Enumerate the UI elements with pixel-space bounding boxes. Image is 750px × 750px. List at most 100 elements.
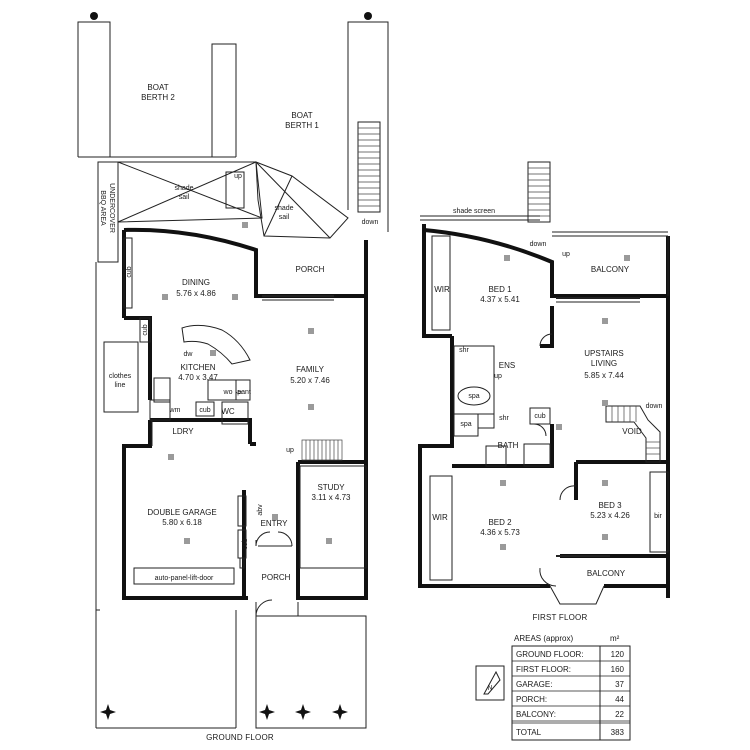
first-floor-plan: shade screen down up BALCONY WIR BED 1 4…	[418, 161, 670, 622]
balcony-bottom-label: BALCONY	[587, 569, 626, 578]
upstairs-living-dim: 5.85 x 7.44	[584, 371, 624, 380]
first-fixtures	[429, 231, 669, 605]
study-label: STUDY	[317, 483, 345, 492]
ground-floor-caption: GROUND FLOOR	[206, 733, 274, 742]
bed2-label: BED 2	[488, 518, 512, 527]
bed3-label: BED 3	[598, 501, 622, 510]
first-floor-caption: FIRST FLOOR	[533, 613, 588, 622]
ens-label: ENS	[499, 361, 515, 370]
pant-label: pant	[237, 389, 251, 396]
family-label: FAMILY	[296, 365, 325, 374]
family-dim: 5.20 x 7.46	[290, 376, 330, 385]
areas-total-label: TOTAL	[516, 728, 542, 737]
cub-garage-label: cub	[242, 538, 249, 549]
bath-label: BATH	[498, 441, 519, 450]
areas-row-label: BALCONY:	[516, 710, 556, 719]
jetty-post-right	[364, 12, 372, 20]
areas-row-label: FIRST FLOOR:	[516, 665, 571, 674]
shade-sail	[117, 161, 349, 239]
areas-table: AREAS (approx) m² GROUND FLOOR: 120 FIRS…	[511, 634, 631, 741]
areas-row-label: GARAGE:	[516, 680, 552, 689]
kitchen-dim: 4.70 x 3.47	[178, 373, 218, 382]
spa-ens-tub	[457, 386, 491, 406]
ceiling-markers	[162, 222, 332, 544]
laundry-label: LDRY	[172, 427, 194, 436]
bed1-dim: 4.37 x 5.41	[480, 295, 520, 304]
sliding-doors	[262, 295, 334, 301]
north-arrow: N	[475, 665, 505, 701]
jetty-post-left	[90, 12, 98, 20]
dw-label: dw	[184, 351, 194, 358]
porch-top-label: PORCH	[296, 265, 325, 274]
wo-label: wo	[223, 389, 233, 396]
wir-bottom-label: WIR	[432, 513, 448, 522]
spa-ens-label: spa	[468, 393, 479, 400]
jetty-stair-treads	[358, 127, 380, 207]
jetty	[77, 21, 389, 232]
driveway-garden	[95, 599, 367, 729]
areas-title: AREAS (approx)	[514, 634, 573, 643]
bir-label: bir	[654, 513, 662, 520]
ground-stair-up-label: up	[286, 447, 294, 454]
porch-bottom-label: PORCH	[262, 573, 291, 582]
areas-row-value: 22	[615, 710, 624, 719]
ground-fixtures	[103, 237, 367, 585]
areas-row-value: 120	[611, 650, 625, 659]
dining-label: DINING	[182, 278, 210, 287]
cub-laundry-label: cub	[199, 407, 210, 414]
first-balcony-up-label: up	[562, 251, 570, 258]
bbq-area	[95, 161, 119, 611]
first-stair-down-label: down	[530, 241, 547, 248]
shr-bath-label: shr	[499, 415, 509, 422]
plant-icons	[100, 704, 348, 720]
cub-bath-label: cub	[534, 413, 545, 420]
void-down-label: down	[646, 403, 663, 410]
first-ceiling-markers	[500, 255, 630, 550]
bed2-dim: 4.36 x 5.73	[480, 528, 520, 537]
first-stair-top-treads	[528, 167, 550, 217]
study-dim: 3.11 x 4.73	[312, 493, 352, 502]
double-garage-label: DOUBLE GARAGE	[147, 508, 216, 517]
fr-label: fr	[237, 389, 244, 394]
void-label: VOID	[622, 427, 642, 436]
shade-screen	[420, 215, 540, 221]
areas-unit: m²	[610, 634, 620, 643]
wir-top-label: WIR	[434, 285, 450, 294]
double-garage-dim: 5.80 x 6.18	[162, 518, 202, 527]
jetty-up-label: up	[234, 173, 242, 180]
ens-up-label: up	[494, 373, 502, 380]
spa-bath-label: spa	[460, 421, 471, 428]
undercover-bbq-label: UNDERCOVERBBQ AREA	[99, 183, 115, 233]
areas-total-value: 383	[611, 728, 625, 737]
bed3-dim: 5.23 x 4.26	[590, 511, 630, 520]
shade-screen-label: shade screen	[453, 208, 495, 215]
areas-row-label: GROUND FLOOR:	[516, 650, 584, 659]
dining-dim: 5.76 x 4.86	[176, 289, 216, 298]
garage-door-label: auto-panel-lift-door	[155, 575, 214, 582]
areas-row-value: 37	[615, 680, 624, 689]
areas-row-value: 160	[611, 665, 625, 674]
abv-label: abv	[257, 504, 264, 516]
balcony-top-label: BALCONY	[591, 265, 630, 274]
north-arrow-letter: N	[487, 685, 492, 692]
bed1-label: BED 1	[488, 285, 512, 294]
cub-kitchen-label: cub	[142, 324, 149, 335]
entry-label: ENTRY	[261, 519, 289, 528]
first-walls	[418, 224, 670, 598]
wc-label: WC	[221, 407, 235, 416]
jetty-down-label: down	[362, 219, 379, 226]
cub-left-label: cub	[126, 266, 133, 277]
areas-row-label: PORCH:	[516, 695, 547, 704]
ground-stair	[301, 439, 343, 461]
void-stair	[611, 406, 660, 455]
areas-row-value: 44	[615, 695, 624, 704]
kitchen-label: KITCHEN	[180, 363, 215, 372]
